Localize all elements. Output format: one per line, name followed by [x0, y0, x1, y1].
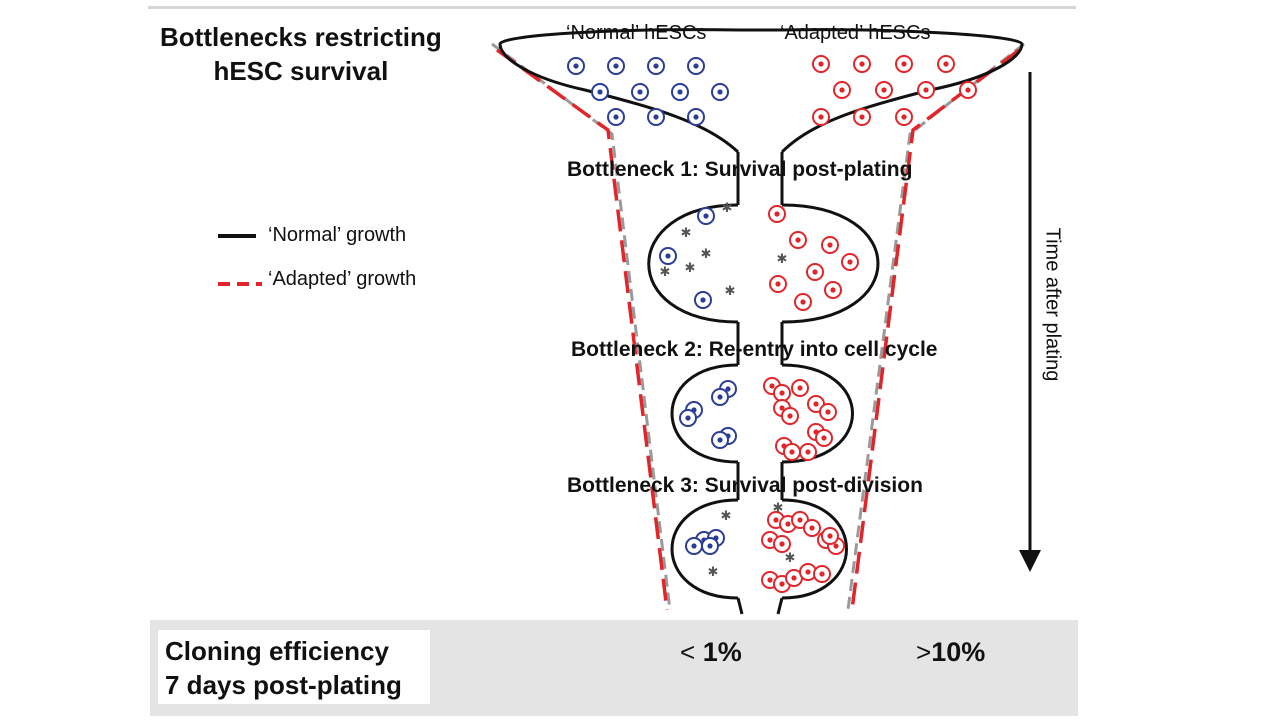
footer-label: Cloning efficiency 7 days post-plating [165, 634, 402, 702]
top-rule [148, 6, 1076, 9]
adapted-funnel-red-right [850, 48, 1021, 611]
dead-cell-debris: ✱ [721, 509, 732, 524]
normal-cell [659, 247, 677, 265]
adapted-cell [769, 275, 787, 293]
adapted-cell [783, 443, 801, 461]
adapted-cell [781, 407, 799, 425]
bottleneck-2-label: Bottleneck 2: Re-entry into cell cycle [571, 338, 938, 361]
time-axis-text: Time after plating [1041, 227, 1064, 382]
normal-chamber-3 [670, 498, 848, 600]
adapted-cell [833, 81, 851, 99]
adapted-cell [815, 429, 833, 447]
adapted-cell [895, 108, 913, 126]
adapted-cell [895, 55, 913, 73]
normal-cell [711, 388, 729, 406]
normal-top-chamber [498, 28, 1024, 154]
adapted-cell [794, 293, 812, 311]
normal-cell [607, 108, 625, 126]
normal-cell [647, 57, 665, 75]
adapted-cell [841, 253, 859, 271]
dead-cell-debris: ✱ [773, 501, 784, 516]
adapted-cell [773, 535, 791, 553]
dead-cell-debris: ✱ [681, 226, 692, 241]
legend-adapted-label: ‘Adapted’ growth [268, 268, 417, 290]
adapted-cell [768, 205, 786, 223]
normal-cell [671, 83, 689, 101]
adapted-efficiency-op: > [916, 637, 932, 667]
adapted-cell [821, 236, 839, 254]
adapted-cell [799, 443, 817, 461]
normal-chamber-1 [647, 203, 880, 324]
normal-cell [567, 57, 585, 75]
footer-label-box [158, 630, 430, 704]
dead-cell-debris: ✱ [701, 247, 712, 262]
bottleneck-1-label: Bottleneck 1: Survival post-plating [567, 158, 913, 181]
normal-cell [697, 207, 715, 225]
adapted-cell [812, 108, 830, 126]
bottleneck-3-label: Bottleneck 3: Survival post-division [567, 474, 923, 497]
normal-cell [679, 409, 697, 427]
adapted-cell [773, 384, 791, 402]
dead-cell-debris: ✱ [722, 201, 733, 216]
adapted-cell [853, 108, 871, 126]
normal-neck-4 [736, 597, 784, 615]
title-line-2: hESC survival [213, 56, 389, 86]
adapted-cell [917, 81, 935, 99]
dead-cell-debris: ✱ [660, 265, 671, 280]
adapted-cell [853, 55, 871, 73]
normal-cell [711, 431, 729, 449]
normal-cell [701, 537, 719, 555]
dead-cell-debris: ✱ [785, 551, 796, 566]
adapted-cell [959, 81, 977, 99]
adapted-cell [812, 55, 830, 73]
adapted-funnel-grey-left [491, 42, 672, 611]
normal-cell [685, 537, 703, 555]
title-line-1: Bottlenecks restricting [160, 22, 442, 52]
adapted-funnel-red-left [495, 48, 669, 611]
adapted-funnel-grey-right [846, 42, 1025, 611]
normal-cell [591, 83, 609, 101]
normal-hescs-header: ‘Normal’ hESCs [566, 22, 707, 44]
normal-cell [687, 108, 705, 126]
time-axis-label: Time after plating [1040, 205, 1064, 405]
dead-cell-debris: ✱ [708, 565, 719, 580]
adapted-cell [875, 81, 893, 99]
footer-line-2: 7 days post-plating [165, 670, 402, 700]
legend-normal-label: ‘Normal’ growth [268, 224, 407, 246]
normal-neck-2 [736, 322, 784, 365]
dead-cell-debris: ✱ [725, 284, 736, 299]
adapted-cell [806, 263, 824, 281]
adapted-efficiency: >10% [916, 637, 985, 668]
normal-cell [631, 83, 649, 101]
adapted-efficiency-value: 10% [931, 637, 986, 667]
dead-cell-debris: ✱ [777, 252, 788, 267]
adapted-cell [819, 403, 837, 421]
normal-cell [647, 108, 665, 126]
normal-efficiency-value: 1% [702, 637, 742, 667]
normal-cell [694, 291, 712, 309]
adapted-cell [799, 563, 817, 581]
diagram-title: Bottlenecks restricting hESC survival [160, 20, 442, 88]
normal-cell [607, 57, 625, 75]
adapted-cell [803, 519, 821, 537]
adapted-cell [821, 527, 839, 545]
time-arrow-head [1019, 550, 1041, 572]
adapted-cell [791, 379, 809, 397]
adapted-hescs-header: ‘Adapted’ hESCs [780, 22, 931, 44]
footer-line-1: Cloning efficiency [165, 636, 389, 666]
normal-neck-1 [736, 152, 784, 205]
adapted-cell [813, 565, 831, 583]
normal-neck-3 [736, 462, 784, 500]
adapted-cell [937, 55, 955, 73]
normal-efficiency: < 1% [680, 637, 742, 668]
cell-markers: ✱ ✱ ✱ ✱ ✱ ✱ ✱ ✱ ✱ ✱ ✱ [567, 55, 977, 695]
adapted-cell [824, 281, 842, 299]
normal-cell [687, 57, 705, 75]
dead-cell-debris: ✱ [685, 261, 696, 276]
normal-cell [711, 83, 729, 101]
normal-efficiency-op: < [680, 637, 696, 667]
adapted-cell [789, 231, 807, 249]
